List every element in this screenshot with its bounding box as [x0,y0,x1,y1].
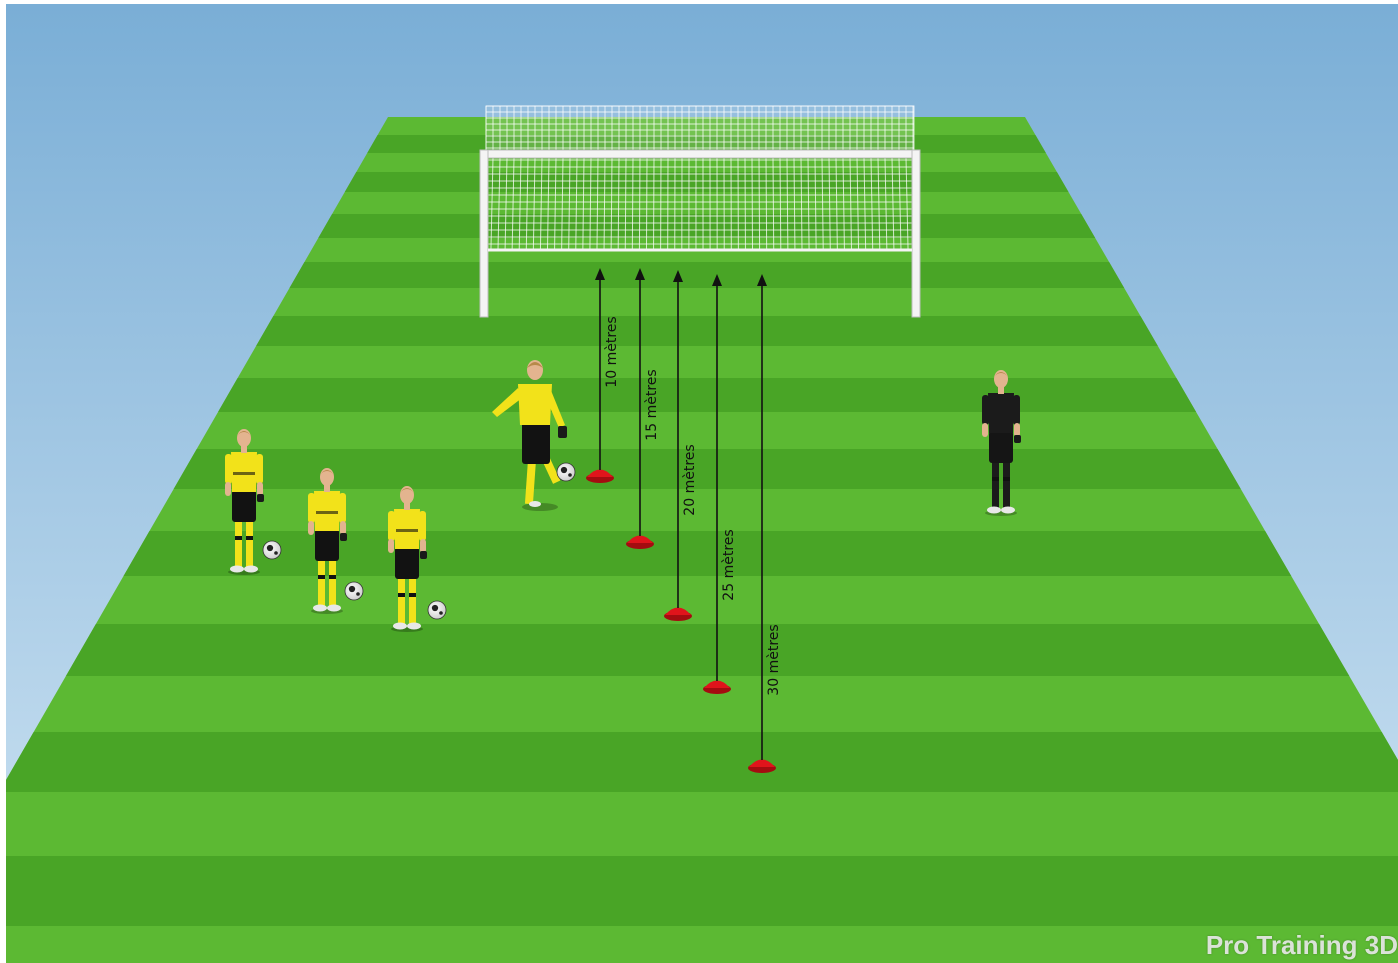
watermark: Pro Training 3D [1206,930,1398,961]
distance-label: 30 mètres [766,624,782,695]
distance-label: 25 mètres [721,529,737,600]
distance-label: 10 mètres [604,316,620,387]
soccer-ball [428,601,446,619]
soccer-ball [557,463,575,481]
soccer-ball [345,582,363,600]
distance-label: 20 mètres [682,444,698,515]
distance-label: 15 mètres [644,369,660,440]
soccer-ball [263,541,281,559]
